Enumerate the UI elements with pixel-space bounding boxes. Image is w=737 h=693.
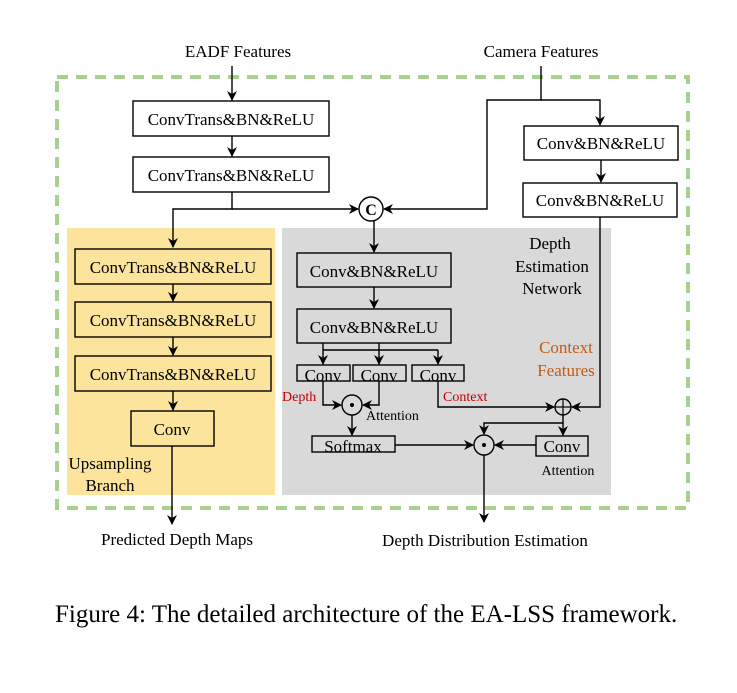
eadf-features-label: EADF Features bbox=[185, 42, 291, 61]
attention-label-1: Attention bbox=[366, 409, 419, 424]
block-label: ConvTrans&BN&ReLU bbox=[90, 365, 257, 384]
line-attn-to-mul bbox=[362, 381, 380, 410]
context-features-label-line1: Context bbox=[539, 338, 593, 357]
depth-estimation-network-region bbox=[282, 228, 611, 495]
context-features-label-line2: Features bbox=[537, 361, 595, 380]
depth-label: Depth bbox=[282, 390, 316, 405]
eadf-convtrans-block-2: ConvTrans&BN&ReLU bbox=[132, 156, 330, 193]
block-label: Conv bbox=[544, 437, 581, 456]
context-label: Context bbox=[443, 390, 487, 405]
camera-conv-block-2: Conv&BN&ReLU bbox=[522, 182, 678, 218]
attention-label-2: Attention bbox=[542, 464, 595, 479]
block-label: Conv&BN&ReLU bbox=[536, 191, 664, 210]
upsampling-branch-label-line1: Upsampling bbox=[68, 454, 152, 473]
block-label: Conv&BN&ReLU bbox=[310, 318, 438, 337]
block-label: Conv bbox=[420, 366, 457, 385]
line-context-to-add bbox=[437, 381, 555, 412]
den-label-line1: Depth bbox=[529, 234, 571, 253]
block-label: ConvTrans&BN&ReLU bbox=[90, 258, 257, 277]
upsampling-branch-label-line2: Branch bbox=[85, 476, 135, 495]
block-label: Conv&BN&ReLU bbox=[537, 134, 665, 153]
block-label: Conv&BN&ReLU bbox=[310, 262, 438, 281]
add-node bbox=[554, 398, 572, 416]
block-label: ConvTrans&BN&ReLU bbox=[90, 311, 257, 330]
den-label-line2: Estimation bbox=[515, 257, 589, 276]
architecture-diagram: EADF Features Camera Features ConvTrans&… bbox=[55, 42, 690, 550]
block-label: Conv bbox=[305, 366, 342, 385]
concat-node: C bbox=[358, 196, 384, 222]
block-label: Conv bbox=[154, 420, 191, 439]
predicted-depth-maps-label: Predicted Depth Maps bbox=[101, 530, 253, 549]
figure-caption: Figure 4: The detailed architecture of t… bbox=[55, 601, 678, 628]
line-add-to-mul2 bbox=[479, 415, 564, 435]
connectors bbox=[167, 66, 606, 525]
arrow-camera-to-conv bbox=[541, 99, 605, 126]
upsampling-branch-region bbox=[67, 228, 275, 495]
depth-distribution-estimation-label: Depth Distribution Estimation bbox=[382, 531, 588, 550]
den-conv-block-2: Conv&BN&ReLU bbox=[296, 308, 452, 344]
attention-conv-block: Conv bbox=[535, 435, 589, 457]
camera-conv-block-1: Conv&BN&ReLU bbox=[523, 125, 679, 161]
block-label: Conv bbox=[361, 366, 398, 385]
ea-lss-module-border bbox=[55, 75, 690, 510]
block-label: ConvTrans&BN&ReLU bbox=[148, 110, 315, 129]
line-eadf-split bbox=[168, 192, 233, 248]
concat-symbol: C bbox=[365, 202, 377, 219]
line-depth-to-mul bbox=[322, 381, 342, 410]
softmax-block: Softmax bbox=[311, 435, 396, 456]
den-label-line3: Network bbox=[522, 279, 582, 298]
block-label: ConvTrans&BN&ReLU bbox=[148, 166, 315, 185]
line-context-features bbox=[571, 217, 601, 412]
block-label: Softmax bbox=[324, 437, 382, 456]
line-camera-split bbox=[383, 66, 542, 214]
eadf-convtrans-block-1: ConvTrans&BN&ReLU bbox=[132, 100, 330, 137]
camera-features-label: Camera Features bbox=[484, 42, 599, 61]
